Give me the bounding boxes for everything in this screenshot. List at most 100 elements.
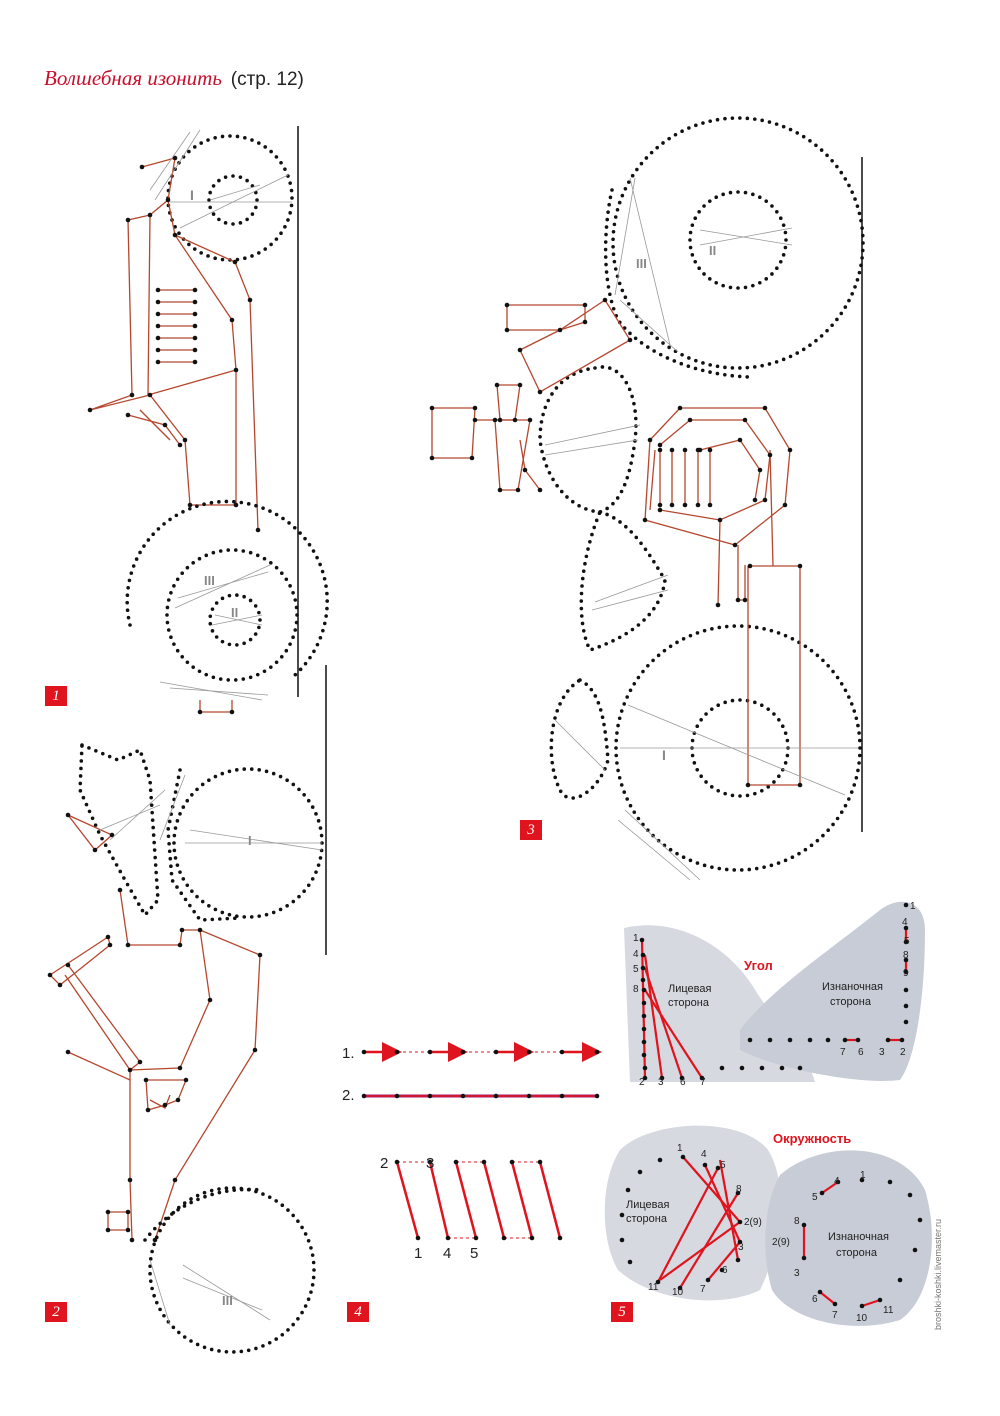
pattern-dot — [861, 241, 865, 245]
pattern-dot — [255, 553, 260, 558]
pattern-dot — [291, 1322, 295, 1327]
pattern-dot — [445, 1235, 451, 1241]
pattern-dot — [608, 292, 612, 297]
pattern-dot — [469, 455, 475, 461]
pattern-dot — [175, 782, 179, 787]
svg-text:8: 8 — [736, 1184, 742, 1195]
pattern-dot — [579, 614, 584, 618]
pattern-dot — [673, 132, 678, 137]
pattern-dot — [541, 412, 545, 417]
pattern-dot — [158, 1228, 162, 1233]
pattern-dot — [611, 501, 615, 506]
f1-body-threads — [89, 157, 259, 713]
pattern-dot — [642, 1065, 648, 1071]
pattern-dot — [657, 507, 663, 513]
pattern-dot — [172, 1177, 178, 1183]
pattern-dot — [209, 500, 214, 505]
pattern-dot — [585, 790, 589, 795]
pattern-dot — [772, 780, 776, 784]
pattern-dot — [134, 557, 139, 561]
figure-tag-1: 1 — [45, 686, 67, 706]
pattern-dot — [769, 863, 774, 868]
pattern-dot — [242, 641, 246, 646]
pattern-dot — [762, 497, 768, 503]
pattern-dot — [728, 285, 733, 290]
pattern-dot — [849, 702, 854, 706]
pattern-dot — [288, 642, 292, 646]
f1-body-dots — [87, 155, 261, 715]
pattern-dot — [723, 116, 727, 121]
pattern-dot — [169, 635, 173, 640]
pattern-dot — [636, 623, 641, 627]
pattern-dot — [709, 785, 714, 789]
pattern-dot — [79, 766, 83, 771]
svg-text:2(9): 2(9) — [772, 1237, 790, 1248]
pattern-dot — [137, 1059, 143, 1065]
pattern-dot — [625, 475, 630, 480]
pattern-dot — [249, 915, 254, 919]
pattern-dot — [220, 134, 225, 139]
pattern-dot — [213, 774, 218, 779]
pattern-dot — [309, 1290, 313, 1294]
pattern-dot — [819, 1190, 825, 1196]
pattern-dot — [200, 899, 205, 904]
pattern-dot — [745, 782, 751, 788]
pattern-dot — [603, 240, 608, 244]
pattern-dot — [783, 761, 788, 765]
pattern-dot — [557, 327, 563, 333]
pattern-dot — [551, 723, 556, 728]
pattern-dot — [291, 899, 296, 904]
pattern-dot — [605, 752, 610, 757]
pattern-dot — [146, 773, 151, 778]
pattern-dot — [225, 916, 230, 921]
svg-text:9: 9 — [903, 968, 909, 979]
pattern-dot — [604, 225, 609, 229]
pattern-dot — [644, 156, 649, 160]
pattern-dot — [578, 794, 583, 798]
pattern-dot — [143, 1077, 149, 1083]
pattern-dot — [309, 1246, 313, 1250]
pattern-dot — [617, 200, 622, 205]
pattern-dot — [217, 217, 221, 222]
pattern-dot — [579, 591, 584, 596]
pattern-dot — [652, 559, 656, 564]
pattern-dot — [752, 365, 757, 369]
pattern-dot — [226, 548, 231, 552]
pattern-dot — [550, 730, 554, 735]
pattern-dot — [231, 174, 235, 178]
corner-front-line1: Лицевая — [668, 983, 711, 995]
pattern-dot — [759, 703, 764, 708]
method-row1-dots — [361, 1049, 600, 1055]
pattern-dot — [640, 952, 646, 958]
pattern-dot — [512, 417, 518, 423]
svg-text:6: 6 — [812, 1294, 818, 1305]
pattern-dot — [250, 138, 254, 142]
pattern-dot — [719, 1267, 725, 1273]
pattern-dot — [178, 812, 182, 816]
pattern-dot — [619, 783, 624, 787]
f1-roman-three: III — [204, 573, 215, 588]
pattern-dot — [762, 405, 768, 411]
pattern-dot — [708, 363, 712, 367]
pattern-dot — [248, 598, 253, 603]
pattern-dot — [630, 173, 635, 178]
pattern-dot — [319, 833, 324, 838]
pattern-dot — [125, 217, 131, 223]
pattern-dot — [324, 614, 328, 618]
pattern-dot — [582, 302, 588, 308]
pattern-dot — [788, 354, 793, 359]
pattern-dot — [580, 621, 585, 626]
pattern-dot — [538, 442, 543, 447]
pattern-dot — [217, 500, 221, 504]
pattern-dot — [245, 217, 249, 222]
pattern-dot — [177, 1205, 181, 1210]
pattern-dot — [715, 602, 721, 608]
pattern-dot — [825, 153, 829, 158]
pattern-dot — [808, 138, 812, 143]
pattern-dot — [695, 767, 700, 772]
pattern-dot — [619, 489, 624, 494]
corner-title: Угол — [744, 958, 773, 973]
pattern-dot — [857, 761, 861, 765]
method-num-3: 3 — [426, 1155, 434, 1172]
